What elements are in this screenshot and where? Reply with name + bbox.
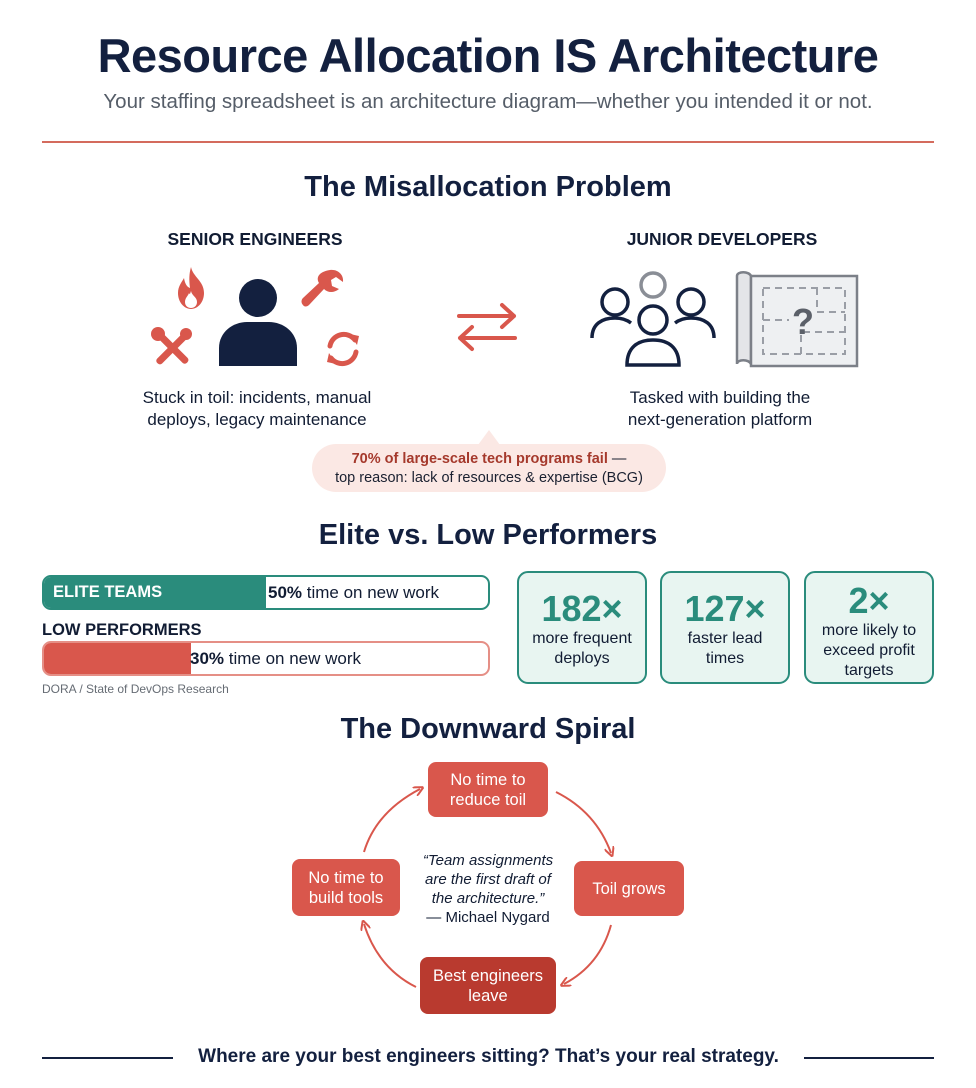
callout-pointer bbox=[478, 430, 500, 445]
blueprint-question-icon: ? bbox=[735, 271, 859, 368]
node-line-2: build tools bbox=[308, 888, 384, 907]
quote-line-3: the architecture.” bbox=[431, 890, 545, 907]
footer-rule-right bbox=[804, 1057, 934, 1059]
misallocation-title: The Misallocation Problem bbox=[304, 171, 672, 203]
node-line-1: Best engineers bbox=[432, 966, 544, 985]
senior-description: Stuck in toil: incidents, manual deploys… bbox=[107, 387, 407, 431]
spiral-title: The Downward Spiral bbox=[340, 713, 636, 745]
stat-value: 2× bbox=[848, 580, 890, 621]
elite-teams-label: ELITE TEAMS bbox=[53, 583, 163, 601]
stat-value: 127× bbox=[684, 588, 766, 629]
callout-dash: — bbox=[607, 451, 627, 467]
stat-label-line-2: deploys bbox=[554, 650, 610, 667]
bcg-callout: 70% of large-scale tech programs fail — … bbox=[312, 444, 666, 492]
stat-card-deploys: 182× more frequent deploys bbox=[517, 571, 647, 684]
person-icon bbox=[219, 279, 297, 366]
arrow-toil-to-leave bbox=[564, 924, 612, 984]
junior-description-line-1: Tasked with building the bbox=[629, 388, 811, 407]
page-title: Resource Allocation IS Architecture bbox=[97, 29, 879, 82]
node-line-1: No time to bbox=[308, 868, 384, 887]
senior-description-line-1: Stuck in toil: incidents, manual bbox=[142, 388, 372, 407]
junior-description-line-2: next-generation platform bbox=[627, 410, 813, 429]
node-line-1: Toil grows bbox=[592, 879, 666, 898]
senior-engineers-heading: SENIOR ENGINEERS bbox=[167, 229, 343, 249]
elite-suffix: time on new work bbox=[302, 583, 440, 602]
node-line-2: leave bbox=[468, 986, 508, 1005]
footer-question: Where are your best engineers sitting? T… bbox=[198, 1046, 779, 1067]
svg-text:?: ? bbox=[792, 301, 814, 342]
wrench-icon bbox=[301, 269, 344, 307]
top-divider bbox=[42, 141, 934, 143]
performers-title: Elite vs. Low Performers bbox=[318, 519, 658, 551]
low-performers-label: LOW PERFORMERS bbox=[42, 621, 202, 639]
quote-author: — Michael Nygard bbox=[426, 909, 550, 926]
stat-label-line-3: targets bbox=[844, 662, 894, 679]
footer-rule-left bbox=[42, 1057, 173, 1059]
spiral-node-toil-grows: Toil grows bbox=[574, 861, 684, 916]
refresh-icon bbox=[327, 331, 359, 367]
senior-description-line-2: deploys, legacy maintenance bbox=[147, 410, 367, 429]
elite-bar-fill bbox=[44, 577, 266, 608]
elite-value: 50% time on new work bbox=[268, 583, 488, 603]
stat-label-line-2: exceed profit bbox=[823, 642, 915, 659]
low-progress-bar bbox=[42, 641, 490, 676]
fire-icon bbox=[178, 267, 204, 309]
quote-line-2: are the first draft of bbox=[425, 871, 551, 888]
stat-card-profit: 2× more likely to exceed profit targets bbox=[804, 571, 934, 684]
swap-arrows-icon bbox=[457, 303, 517, 351]
stat-label-line-1: more frequent bbox=[532, 630, 632, 647]
tools-icon bbox=[151, 327, 192, 365]
junior-developers-heading: JUNIOR DEVELOPERS bbox=[626, 229, 818, 249]
low-value: 30% time on new work bbox=[190, 649, 400, 669]
quote-line-1: “Team assignments bbox=[422, 852, 554, 869]
arrow-reduce-to-toil bbox=[555, 791, 611, 853]
nygard-quote: “Team assignments are the first draft of… bbox=[407, 851, 569, 927]
elite-percent: 50% bbox=[268, 583, 303, 602]
stat-label-line-2: times bbox=[705, 650, 745, 667]
low-suffix: time on new work bbox=[224, 649, 362, 668]
callout-rest-text: top reason: lack of resources & expertis… bbox=[335, 470, 643, 486]
node-line-2: reduce toil bbox=[449, 790, 527, 809]
low-bar-fill bbox=[44, 643, 191, 674]
junior-description: Tasked with building the next-generation… bbox=[570, 387, 870, 431]
arrow-leave-to-tools bbox=[364, 924, 417, 988]
stat-card-lead-times: 127× faster lead times bbox=[660, 571, 790, 684]
stat-label-line-1: more likely to bbox=[821, 622, 917, 639]
callout-strong-text: 70% of large-scale tech programs fail bbox=[351, 451, 608, 467]
group-icon bbox=[590, 271, 716, 367]
page-subtitle: Your staffing spreadsheet is an architec… bbox=[103, 90, 873, 113]
stat-value: 182× bbox=[541, 588, 623, 629]
arrow-tools-to-reduce bbox=[363, 789, 420, 853]
elite-progress-bar bbox=[42, 575, 490, 610]
stat-label-line-1: faster lead bbox=[687, 630, 763, 647]
source-note: DORA / State of DevOps Research bbox=[42, 682, 229, 696]
low-percent: 30% bbox=[190, 649, 225, 668]
node-line-1: No time to bbox=[450, 770, 526, 789]
